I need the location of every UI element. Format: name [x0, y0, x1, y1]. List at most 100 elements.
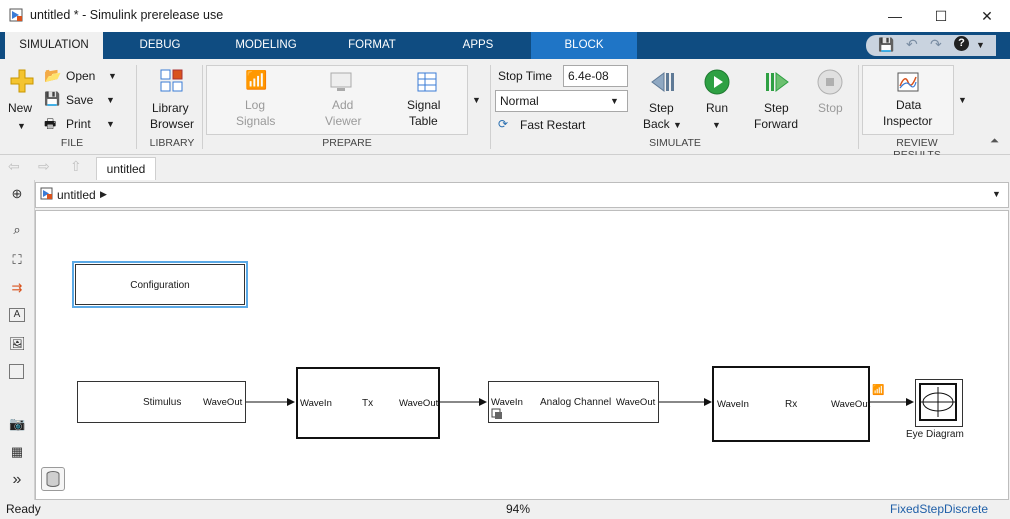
log-signals-button[interactable]: 📶 Log Signals [227, 68, 283, 130]
breadcrumb-model[interactable]: untitled [57, 188, 96, 202]
chevron-down-icon: ▼ [106, 95, 115, 105]
analog-channel-block[interactable]: WaveIn Analog Channel WaveOut [488, 381, 659, 423]
step-forward-label-1: Step [764, 101, 789, 115]
step-forward-button[interactable]: Step Forward [752, 63, 802, 135]
image-icon[interactable]: 🖼 [9, 336, 26, 351]
eye-diagram-label: Eye Diagram [906, 429, 964, 440]
tx-label: Tx [362, 398, 374, 409]
model-canvas[interactable]: Configuration Stimulus WaveOut WaveIn Tx… [35, 210, 1009, 500]
prepare-gallery: 📶 Log Signals Add Viewer Signal Table [206, 65, 468, 135]
signal-lines [245, 398, 914, 406]
signal-table-button[interactable]: Signal Table [399, 68, 455, 130]
rx-block[interactable]: WaveIn Rx WaveOut [712, 366, 870, 442]
add-viewer-button[interactable]: Add Viewer [313, 68, 369, 130]
configuration-block[interactable]: Configuration [72, 261, 248, 308]
close-button[interactable]: ✕ [981, 8, 993, 24]
document-tabbar: ⇦ ⇨ ⇧ [0, 155, 1010, 179]
tab-format[interactable]: FORMAT [348, 39, 396, 51]
printer-icon: 🖶 [44, 116, 57, 131]
forward-arrow-icon[interactable]: ⇨ [38, 158, 50, 174]
data-inspector-button[interactable]: Data Inspector [873, 68, 943, 130]
chevron-down-icon: ▼ [106, 119, 115, 129]
stop-button[interactable]: Stop [814, 63, 846, 135]
tab-simulation[interactable]: SIMULATION [5, 32, 103, 59]
review-expand-icon[interactable]: ▼ [958, 95, 967, 105]
library-label-2: Browser [150, 117, 195, 131]
viewer-monitor-icon [330, 72, 352, 91]
model-data-button[interactable] [41, 467, 65, 491]
tab-modeling[interactable]: MODELING [235, 39, 297, 51]
tab-debug[interactable]: DEBUG [139, 39, 181, 51]
library-grid-icon [160, 69, 183, 92]
redo-icon[interactable]: ↷ [930, 36, 942, 52]
chevron-down-icon: ▼ [673, 120, 682, 130]
step-back-label-2: Back [643, 117, 670, 131]
model-explorer-icon[interactable]: ▦ [10, 444, 24, 459]
stop-time-input[interactable]: 6.4e-08 [563, 65, 628, 87]
collapse-ribbon-icon[interactable]: ⏶ [990, 135, 999, 147]
run-label: Run [706, 101, 729, 115]
eye-diagram-block[interactable] [915, 379, 963, 427]
up-arrow-icon[interactable]: ⇧ [70, 158, 82, 174]
tab-apps[interactable]: APPS [462, 39, 494, 51]
tx-port-out: WaveOut [399, 398, 439, 409]
save-button[interactable]: 💾 Save ▼ [44, 91, 120, 111]
new-button[interactable]: New ▼ [6, 63, 38, 135]
run-play-icon [704, 69, 730, 95]
group-label-file: FILE [60, 137, 84, 149]
maximize-button[interactable]: ☐ [934, 8, 948, 24]
simulink-logo-icon [9, 8, 23, 22]
zoom-icon[interactable]: ⌕ [13, 222, 21, 237]
stimulus-label: Stimulus [143, 397, 182, 408]
double-chevron-icon[interactable]: » [12, 471, 22, 488]
annotation-icon[interactable]: A [9, 308, 25, 322]
simulink-model-icon [40, 187, 53, 200]
prepare-expand-icon[interactable]: ▼ [472, 95, 481, 105]
stop-label: Stop [818, 101, 843, 115]
tab-untitled[interactable]: untitled [96, 157, 156, 180]
save-icon[interactable]: 💾 [878, 37, 895, 52]
step-forward-label-2: Forward [754, 117, 799, 131]
step-forward-icon [766, 72, 789, 92]
print-button[interactable]: 🖶 Print ▼ [44, 115, 120, 135]
rx-port-out: WaveOut [831, 399, 871, 410]
log-label-2: Signals [236, 114, 276, 128]
data-inspector-label-2: Inspector [883, 114, 933, 128]
signal-label-1: Signal [407, 98, 441, 112]
title-bar: untitled * - Simulink prerelease use — ☐… [0, 0, 1010, 32]
group-label-simulate: SIMULATE [649, 137, 701, 149]
new-label: New [8, 101, 33, 115]
open-label: Open [66, 69, 96, 83]
breadcrumb-dropdown-icon[interactable]: ▼ [992, 189, 1001, 199]
group-label-library: LIBRARY [149, 137, 195, 149]
chevron-down-icon: ▼ [610, 96, 619, 106]
status-bar: Ready 94% FixedStepDiscrete [0, 500, 1010, 519]
chevron-down-icon: ▼ [712, 120, 721, 130]
status-text: Ready [6, 502, 41, 516]
tx-block[interactable]: WaveIn Tx WaveOut [296, 367, 440, 439]
help-icon[interactable]: ? [954, 36, 969, 51]
tx-port-in: WaveIn [300, 398, 332, 409]
library-browser-button[interactable]: Library Browser [148, 63, 196, 135]
left-palette: ⊕ ⌕ ⛶ ⇉ A 🖼 📷 ▦ » [0, 180, 35, 500]
step-back-button[interactable]: Step Back ▼ [640, 63, 684, 135]
back-arrow-icon[interactable]: ⇦ [8, 158, 20, 174]
minimize-button[interactable]: — [888, 8, 902, 24]
chevron-down-icon[interactable]: ▼ [976, 40, 985, 50]
fast-restart-label: Fast Restart [520, 118, 586, 132]
area-icon[interactable] [9, 364, 24, 379]
solver-link[interactable]: FixedStepDiscrete [890, 502, 989, 516]
fast-restart-toggle[interactable]: ⟳ Fast Restart [498, 117, 598, 135]
camera-icon[interactable]: 📷 [9, 416, 26, 431]
chevron-right-icon[interactable]: ▶ [100, 189, 107, 199]
tab-block[interactable]: BLOCK [531, 32, 637, 59]
stimulus-block[interactable]: Stimulus WaveOut [77, 381, 246, 423]
run-button[interactable]: Run ▼ [700, 63, 734, 135]
simulation-mode-select[interactable]: Normal ▼ [495, 90, 628, 112]
hide-browser-icon[interactable]: ⊕ [11, 186, 23, 201]
ribbon: New ▼ 📂 Open ▼ 💾 Save ▼ 🖶 Print ▼ FILE L… [0, 59, 1010, 161]
signal-arrow-icon[interactable]: ⇉ [11, 280, 23, 295]
fit-to-view-icon[interactable]: ⛶ [12, 252, 22, 267]
undo-icon[interactable]: ↶ [906, 36, 918, 52]
open-button[interactable]: 📂 Open ▼ [44, 67, 120, 87]
